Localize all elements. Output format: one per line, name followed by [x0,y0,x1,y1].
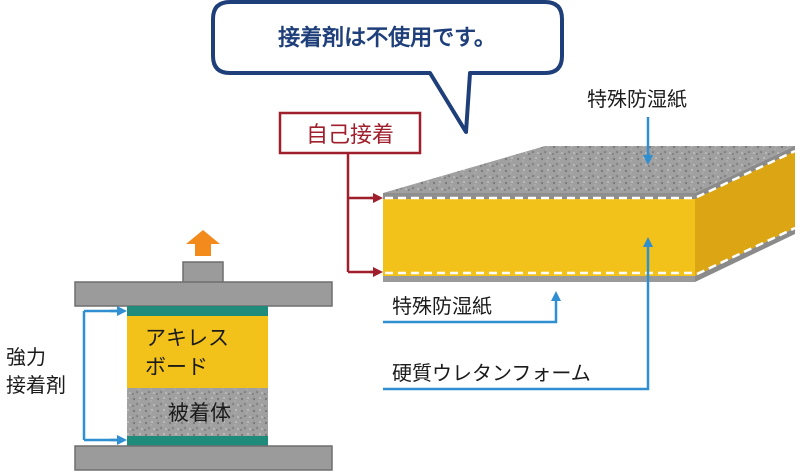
self-adhesion-bracket [346,153,380,274]
board-sample [127,316,268,388]
strong-adhesive-bracket [82,309,120,442]
bottom-paper-leader [383,291,561,324]
bottom-paper-label: 特殊防湿紙 [392,294,492,318]
board-text-line2: ボード [145,355,208,379]
callout-text: 接着剤は不使用です。 [278,25,496,51]
insulation-board [383,146,796,282]
bottom-paper-side [695,228,795,282]
board-text-line1: アキレス [145,326,229,350]
substrate-sample [127,388,268,436]
glue-layer-bottom [127,436,268,446]
substrate-text: 被着体 [168,401,231,425]
pull-arrow-icon [186,230,220,256]
top-paper-face [383,146,795,193]
top-paper-edge [383,193,695,199]
urethane-leader [383,237,653,391]
strong-adhesive-line1: 強力 [6,345,46,369]
bottom-jig-plate [74,445,333,471]
bond-line-bottom-side [696,226,796,276]
test-rig: アキレス ボード 被着体 強力 接着剤 [6,230,333,471]
urethane-label: 硬質ウレタンフォーム [392,361,591,385]
glue-layer-top [127,306,268,316]
callout-bubble-shape [211,0,564,134]
callout-bubble: 接着剤は不使用です。 [211,0,564,134]
self-adhesion-box [278,111,422,155]
bond-line-top-side [696,149,796,199]
self-adhesion-label: 自己接着 [278,111,422,277]
strong-adhesive-line2: 接着剤 [6,373,66,397]
self-adhesion-text: 自己接着 [306,123,394,148]
top-jig-tab [182,261,224,285]
foam-side-face [695,150,795,276]
top-paper-side [695,146,795,199]
top-paper-label: 特殊防湿紙 [587,87,687,111]
bottom-paper-edge [383,276,695,282]
top-jig-plate [74,281,333,307]
